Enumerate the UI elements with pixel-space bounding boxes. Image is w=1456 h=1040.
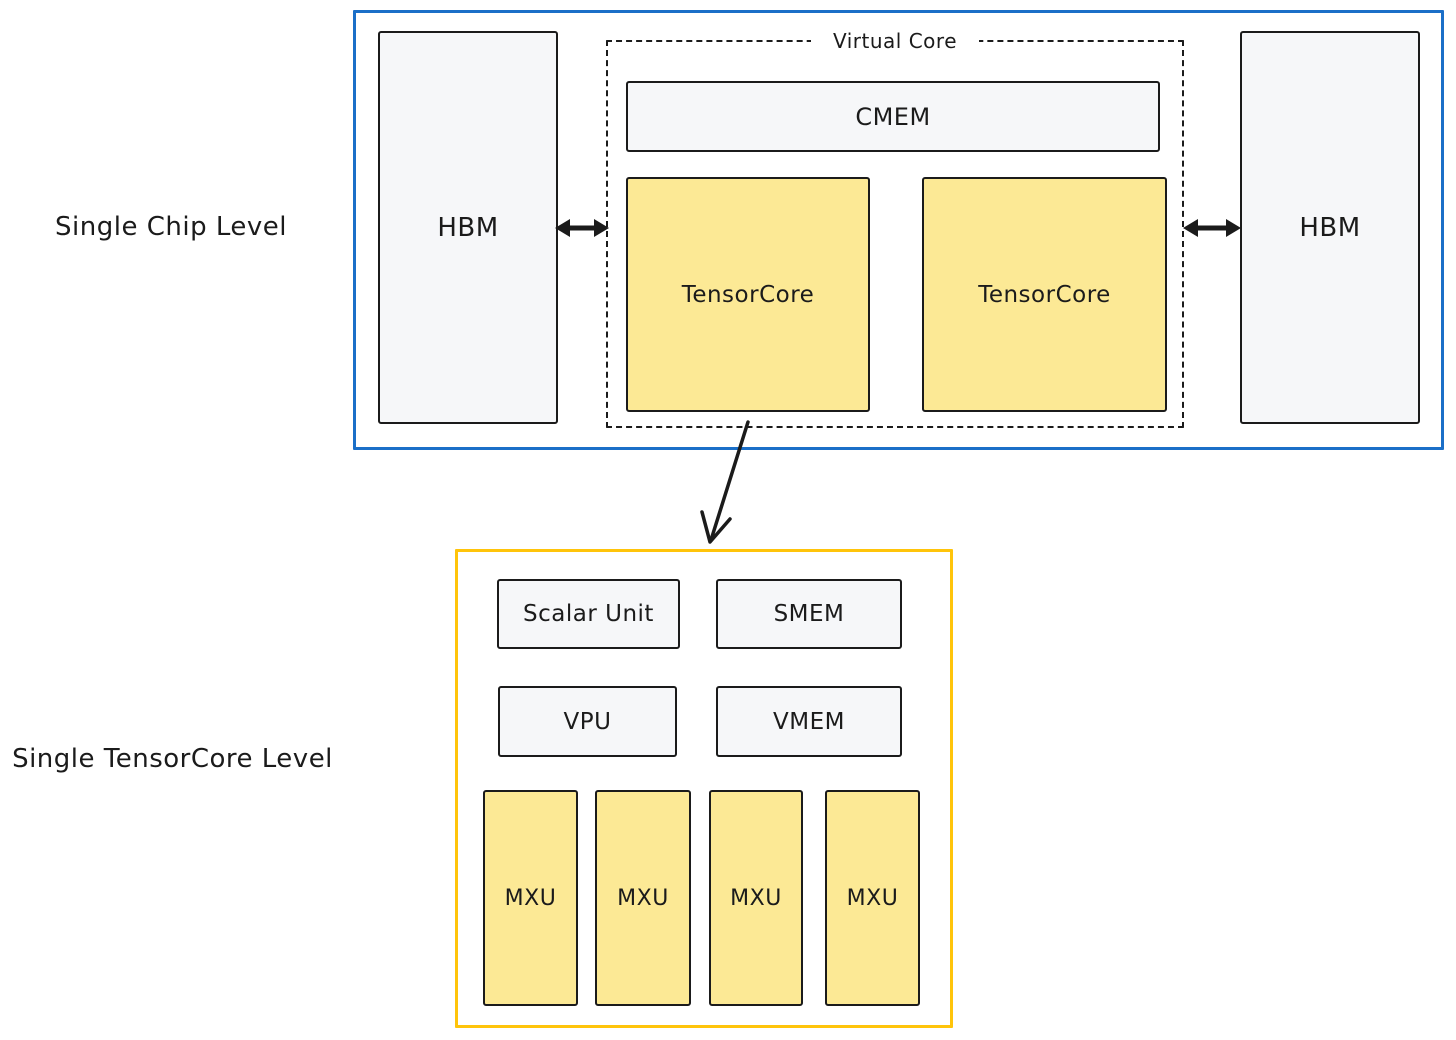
scalar-unit-label: Scalar Unit xyxy=(523,601,654,627)
hbm-right-box: HBM xyxy=(1240,31,1420,424)
hbm-right-bidirectional-arrow-icon xyxy=(1183,219,1241,237)
chip-level-frame xyxy=(353,10,1444,450)
tensorcore-box-2: TensorCore xyxy=(922,177,1167,412)
mxu-box-4: MXU xyxy=(825,790,920,1006)
tensorcore-zoom-arrow-icon xyxy=(700,420,750,544)
virtual-core-frame: Virtual Core xyxy=(606,27,1184,428)
mxu-label-1: MXU xyxy=(504,885,557,911)
mxu-box-1: MXU xyxy=(483,790,578,1006)
cmem-label: CMEM xyxy=(855,102,931,131)
hbm-left-bidirectional-arrow-icon xyxy=(555,219,609,237)
smem-box: SMEM xyxy=(716,579,902,649)
tensorcore-level-label: Single TensorCore Level xyxy=(12,744,333,774)
smem-label: SMEM xyxy=(773,601,845,627)
tensorcore-label-2: TensorCore xyxy=(978,281,1111,308)
tensorcore-level-frame xyxy=(455,549,953,1028)
tensorcore-label-1: TensorCore xyxy=(681,281,815,308)
vpu-box: VPU xyxy=(498,686,677,757)
tensorcore-box-1: TensorCore xyxy=(626,177,870,412)
hbm-right-label: HBM xyxy=(1299,212,1361,243)
mxu-label-3: MXU xyxy=(730,885,782,911)
cmem-box: CMEM xyxy=(626,81,1160,152)
virtual-core-title: Virtual Core xyxy=(811,27,979,55)
vmem-label: VMEM xyxy=(773,708,845,735)
mxu-box-3: MXU xyxy=(709,790,803,1006)
vmem-box: VMEM xyxy=(716,686,902,757)
mxu-label-4: MXU xyxy=(846,885,899,911)
chip-level-label: Single Chip Level xyxy=(55,212,287,242)
scalar-unit-box: Scalar Unit xyxy=(497,579,680,649)
vpu-label: VPU xyxy=(563,708,612,735)
hbm-left-label: HBM xyxy=(437,212,499,243)
hbm-left-box: HBM xyxy=(378,31,558,424)
mxu-label-2: MXU xyxy=(617,885,669,911)
mxu-box-2: MXU xyxy=(595,790,691,1006)
